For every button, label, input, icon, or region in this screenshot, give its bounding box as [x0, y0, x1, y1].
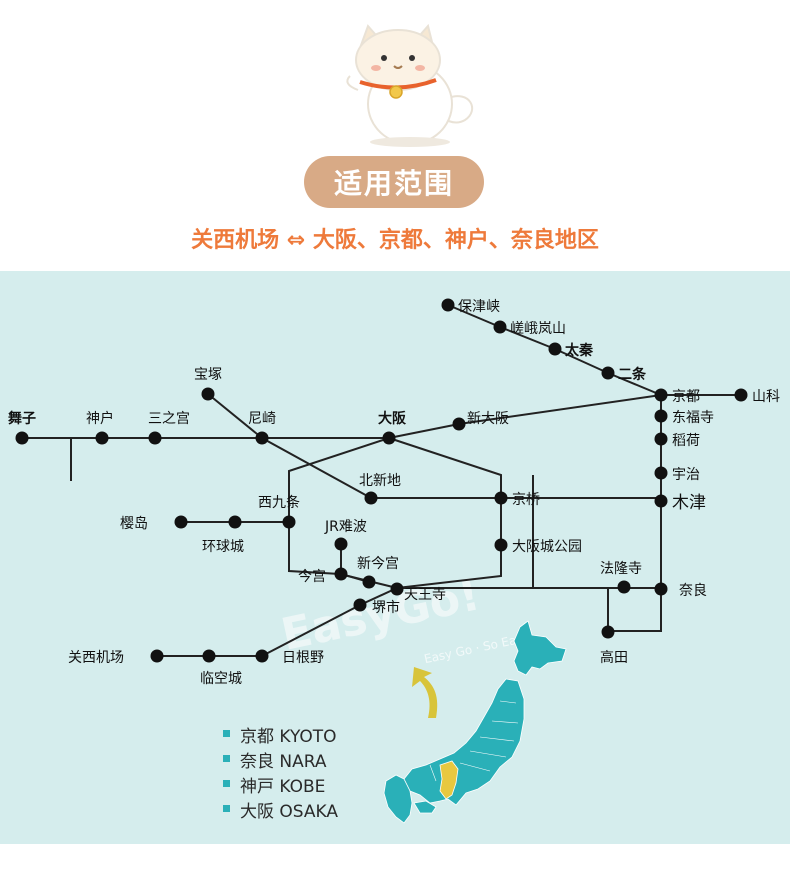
station-dot-osaka[interactable] — [382, 431, 396, 445]
station-dot-tennoji[interactable] — [390, 582, 404, 596]
station-dot-kizu[interactable] — [654, 494, 668, 508]
label-tofukuji: 东福寺 — [672, 410, 714, 426]
label-maiko: 舞子 — [8, 410, 36, 427]
station-dot-sagaarashiyama[interactable] — [493, 320, 507, 334]
station-dot-hozukyo[interactable] — [441, 298, 455, 312]
station-dot-takarazuka[interactable] — [201, 387, 215, 401]
label-takada: 高田 — [600, 649, 628, 666]
header: 适用范围 关西机场 ⇔ 大阪、京都、神户、奈良地区 — [0, 0, 790, 270]
station-dot-sakurajima[interactable] — [174, 515, 188, 529]
label-uzumasa: 太秦 — [565, 342, 594, 359]
label-nishikujo: 西九条 — [258, 494, 300, 511]
legend-marker — [223, 755, 230, 762]
label-tennoji: 天王寺 — [404, 587, 446, 603]
label-sakurajima: 樱岛 — [120, 515, 148, 532]
arrow-icon — [412, 667, 438, 718]
label-amagasaki: 尼崎 — [248, 411, 276, 427]
station-dot-inari[interactable] — [654, 432, 668, 446]
label-nara: 奈良 — [679, 583, 707, 599]
station-dot-amagasaki[interactable] — [255, 431, 269, 445]
station-dot-shinosaka[interactable] — [452, 417, 466, 431]
station-labels: 保津峡 嵯峨岚山 太秦 二条 京都 山科 东福寺 稻荷 宇治 木津 舞子 神户 … — [8, 299, 780, 687]
label-jrnamba: JR难波 — [324, 519, 367, 535]
japan-map-icon — [383, 620, 567, 824]
station-dot-yamashina[interactable] — [734, 388, 748, 402]
station-dot-kitashinchi[interactable] — [364, 491, 378, 505]
label-kyoto: 京都 — [672, 389, 700, 405]
station-dot-tofukuji[interactable] — [654, 409, 668, 423]
rail-map-panel: EasyGo! Easy Go · So Easy — [0, 271, 790, 844]
station-dot-uji[interactable] — [654, 466, 668, 480]
station-dot-uzumasa[interactable] — [548, 342, 562, 356]
station-dot-nijo[interactable] — [601, 366, 615, 380]
label-nijo: 二条 — [618, 366, 647, 383]
station-dot-universal[interactable] — [228, 515, 242, 529]
label-yamashina: 山科 — [752, 389, 780, 405]
label-shinimamiya: 新今宫 — [357, 556, 399, 572]
legend: 京都 KYOTO 奈良 NARA 神戸 KOBE 大阪 OSAKA — [223, 727, 338, 822]
line-kyoto-shinosaka — [388, 394, 662, 439]
station-dot-sannomiya[interactable] — [148, 431, 162, 445]
label-imamiya: 今宫 — [298, 569, 326, 585]
label-kobe: 神户 — [86, 410, 114, 427]
label-kizu: 木津 — [672, 493, 706, 513]
label-kitashinchi: 北新地 — [359, 473, 401, 489]
label-hineno: 日根野 — [282, 650, 324, 666]
legend-item-kobe: 神戸 KOBE — [240, 777, 325, 797]
legend-item-nara: 奈良 NARA — [240, 752, 327, 772]
legend-item-osaka: 大阪 OSAKA — [240, 802, 338, 822]
label-sakaishi: 堺市 — [372, 599, 400, 616]
legend-marker — [223, 730, 230, 737]
station-dot-osakajokoen[interactable] — [494, 538, 508, 552]
station-dot-shinimamiya[interactable] — [334, 567, 348, 581]
label-kansaiairport: 关西机场 — [68, 650, 124, 666]
label-kyobashi: 京桥 — [512, 492, 540, 508]
label-osaka: 大阪 — [378, 410, 407, 427]
legend-marker — [223, 780, 230, 787]
cat-mascot-icon — [346, 23, 474, 147]
station-dot-jrnamba[interactable] — [334, 537, 348, 551]
station-dot-horyuji[interactable] — [617, 580, 631, 594]
station-dot-maiko[interactable] — [15, 431, 29, 445]
coverage-title-pill: 适用范围 — [304, 156, 484, 208]
station-dot-kyoto[interactable] — [654, 388, 668, 402]
station-dot-kyobashi[interactable] — [494, 491, 508, 505]
label-sannomiya: 三之宫 — [148, 411, 190, 427]
label-takarazuka: 宝塚 — [194, 367, 222, 383]
legend-marker — [223, 805, 230, 812]
line-loop-east — [388, 437, 502, 589]
label-universal: 环球城 — [202, 539, 244, 555]
legend-item-kyoto: 京都 KYOTO — [240, 727, 337, 747]
label-uji: 宇治 — [672, 467, 700, 483]
label-osakajokoen: 大阪城公园 — [512, 539, 582, 555]
line-nara — [607, 395, 662, 632]
station-dot-sakaishi[interactable] — [353, 598, 367, 612]
station-dot-hineno[interactable] — [255, 649, 269, 663]
label-hozukyo: 保津峡 — [458, 299, 500, 315]
station-dot-nishikujo[interactable] — [282, 515, 296, 529]
label-sagaarashiyama: 嵯峨岚山 — [510, 321, 566, 337]
coverage-subtitle: 关西机场 ⇔ 大阪、京都、神户、奈良地区 — [191, 228, 599, 253]
station-dot-takada[interactable] — [601, 625, 615, 639]
label-rinku: 临空城 — [200, 671, 242, 687]
rail-map-svg: EasyGo! Easy Go · So Easy — [8, 298, 780, 824]
label-shinosaka: 新大阪 — [467, 411, 509, 427]
station-dot-kansaiairport[interactable] — [150, 649, 164, 663]
label-horyuji: 法隆寺 — [600, 561, 642, 577]
station-dot-imamiya[interactable] — [362, 575, 376, 589]
label-inari: 稻荷 — [672, 433, 700, 449]
station-dot-rinku[interactable] — [202, 649, 216, 663]
station-dot-kobe[interactable] — [95, 431, 109, 445]
station-dot-nara[interactable] — [654, 582, 668, 596]
station-dots — [15, 298, 748, 663]
